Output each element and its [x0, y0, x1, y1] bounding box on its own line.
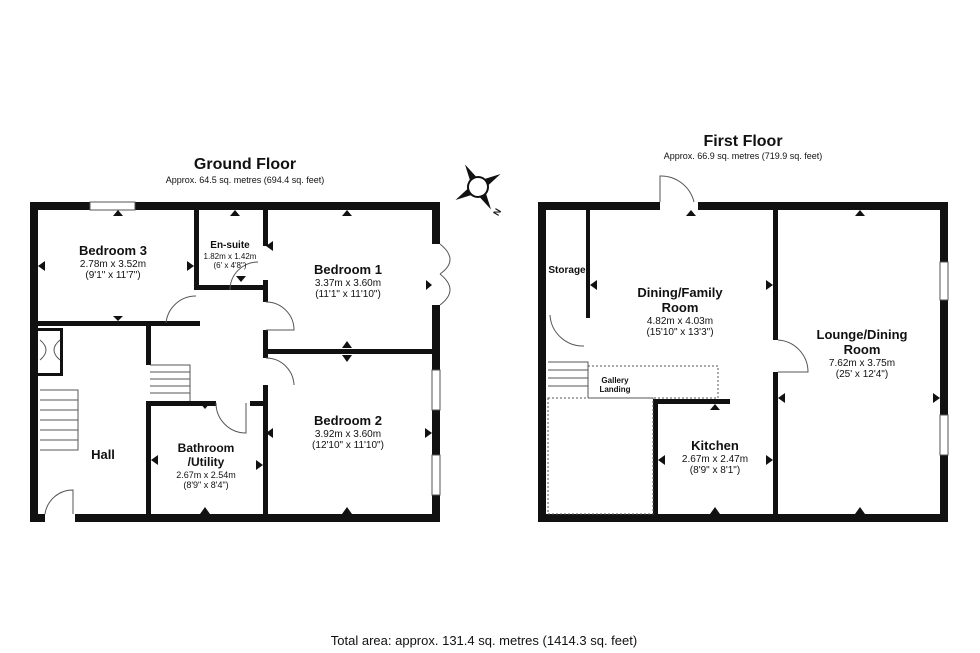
- room-imperial: (8'9" x 8'1"): [689, 465, 741, 477]
- room-imperial: (25' x 12'4"): [835, 369, 889, 381]
- first-floor-walls: [538, 202, 948, 522]
- room-metric: 2.67m x 2.54m: [176, 469, 236, 480]
- room-metric: 3.92m x 3.60m: [314, 428, 382, 440]
- first-floor-fixtures: [547, 175, 949, 515]
- room-name: En-suite: [210, 240, 250, 251]
- room-lounge-dining: Lounge/Dining Room 7.62m x 3.75m (25' x …: [816, 327, 908, 381]
- room-metric: 4.82m x 4.03m: [646, 315, 714, 327]
- room-storage: Storage: [548, 265, 586, 276]
- room-metric: 3.37m x 3.60m: [314, 277, 382, 289]
- room-name-line2: /Utility: [187, 454, 225, 469]
- room-dining-family: Dining/Family Room 4.82m x 4.03m (15'10"…: [637, 285, 723, 339]
- room-metric: 2.67m x 2.47m: [681, 453, 749, 465]
- room-name: Dining/Family: [637, 285, 723, 300]
- room-name: Kitchen: [691, 438, 739, 453]
- room-name: Bedroom 2: [314, 413, 382, 428]
- room-name: Bathroom: [177, 441, 235, 455]
- room-name-line2: Landing: [599, 385, 631, 395]
- room-hall: Hall: [91, 447, 115, 462]
- room-gallery-landing: Gallery Landing: [599, 376, 630, 394]
- first-floor-area: Approx. 66.9 sq. metres (719.9 sq. feet): [663, 151, 823, 161]
- ground-floor-walls: [30, 202, 440, 522]
- ground-floor-fixtures: [39, 201, 451, 515]
- ground-floor-area: Approx. 64.5 sq. metres (694.4 sq. feet): [165, 175, 325, 185]
- room-kitchen: Kitchen 2.67m x 2.47m (8'9" x 8'1"): [681, 438, 749, 477]
- room-metric: 7.62m x 3.75m: [828, 357, 896, 369]
- first-floor-title: First Floor: [703, 133, 783, 150]
- room-imperial: (8'9" x 8'4"): [183, 479, 229, 490]
- ground-floor-title: Ground Floor: [193, 156, 297, 173]
- total-area: Total area: approx. 131.4 sq. metres (14…: [330, 633, 638, 648]
- room-name: Bedroom 1: [314, 262, 382, 277]
- room-en-suite: En-suite 1.82m x 1.42m (6' x 4'8"): [204, 240, 257, 270]
- room-imperial: (9'1" x 11'7"): [85, 270, 141, 282]
- room-imperial: (6' x 4'8"): [213, 260, 247, 270]
- room-name: Lounge/Dining: [816, 327, 908, 342]
- radiator-markers: [38, 210, 940, 514]
- room-name-line2: Room: [843, 341, 881, 357]
- room-bedroom-2: Bedroom 2 3.92m x 3.60m (12'10" x 11'10"…: [312, 413, 384, 452]
- room-bedroom-1: Bedroom 1 3.37m x 3.60m (11'1" x 11'10"): [314, 262, 382, 301]
- room-bedroom-3: Bedroom 3 2.78m x 3.52m (9'1" x 11'7"): [79, 243, 147, 282]
- room-name: Bedroom 3: [79, 243, 147, 258]
- room-bathroom-utility: Bathroom /Utility 2.67m x 2.54m (8'9" x …: [176, 441, 236, 490]
- room-name: Gallery: [601, 376, 629, 385]
- room-metric: 1.82m x 1.42m: [203, 251, 257, 261]
- room-imperial: (11'1" x 11'10"): [315, 289, 381, 301]
- room-name-line2: Room: [661, 299, 699, 315]
- compass-icon: [455, 164, 501, 210]
- room-imperial: (15'10" x 13'3"): [646, 327, 714, 339]
- room-imperial: (12'10" x 11'10"): [312, 440, 384, 452]
- room-metric: 2.78m x 3.52m: [79, 258, 147, 270]
